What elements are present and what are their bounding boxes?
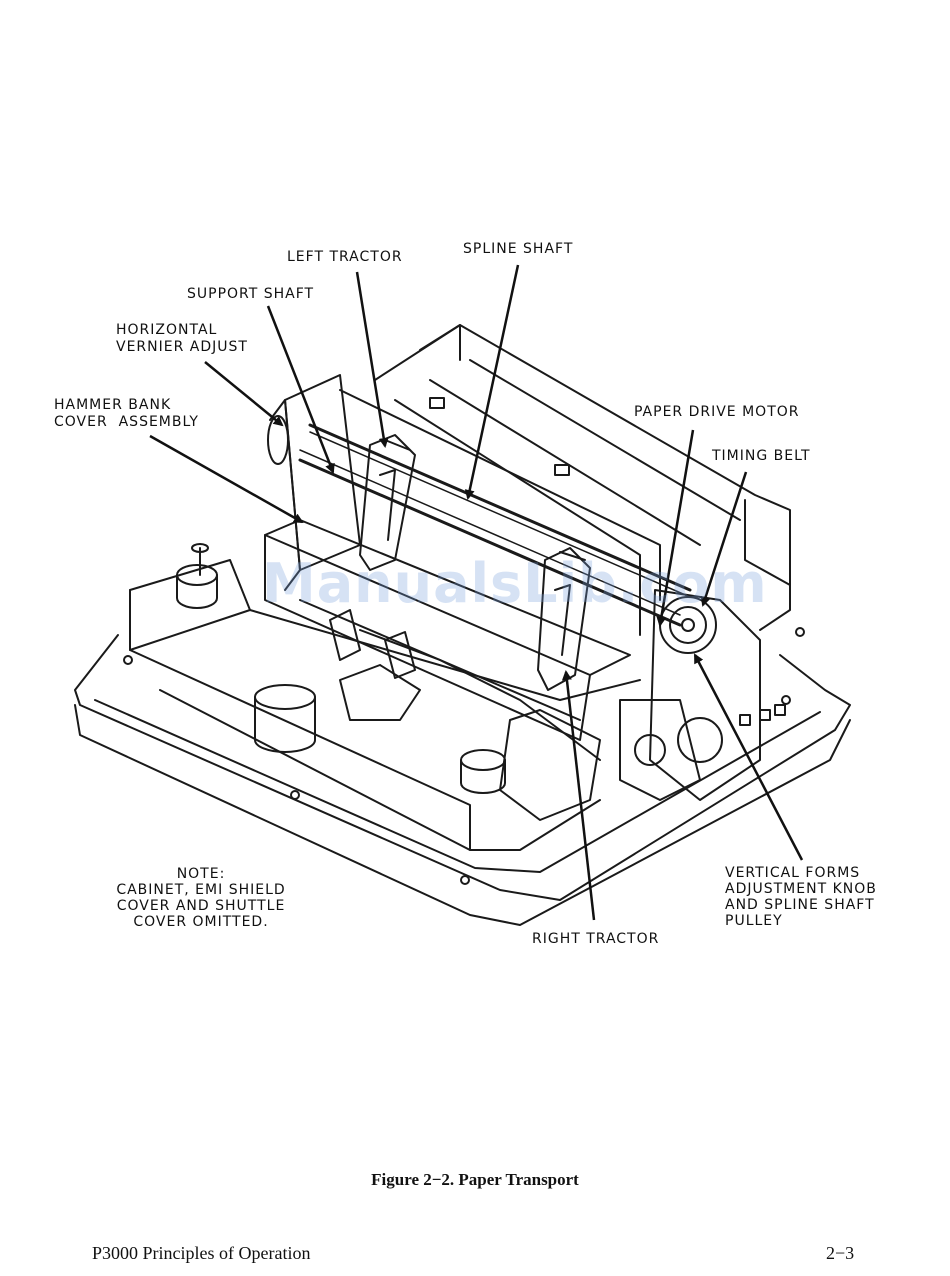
right-tractor-leader [561, 670, 596, 921]
label-line: ADJUSTMENT KNOB [725, 881, 877, 897]
figure-note: NOTE: CABINET, EMI SHIELD COVER AND SHUT… [104, 866, 298, 930]
paper-drive-motor [649, 589, 761, 801]
paper-drive-motor-leader [656, 429, 695, 627]
vernier-knob [267, 415, 289, 465]
vertical-forms-leader [693, 653, 804, 861]
label-left-tractor: LEFT TRACTOR [287, 249, 403, 265]
hammer-bank-cover [264, 519, 631, 676]
label-timing-belt: TIMING BELT [712, 448, 811, 464]
support-shaft [298, 458, 682, 627]
flywheel [254, 684, 316, 710]
shuttle-mechanism [339, 664, 421, 721]
support-shaft-leader [266, 305, 335, 474]
cabinet-base-rim [74, 634, 851, 901]
label-vertical-forms-adjustment-knob: VERTICAL FORMS ADJUSTMENT KNOB AND SPLIN… [725, 865, 877, 929]
label-line: AND SPLINE SHAFT [725, 897, 875, 913]
note-line: CABINET, EMI SHIELD [116, 882, 286, 898]
label-paper-drive-motor: PAPER DRIVE MOTOR [634, 404, 800, 420]
label-right-tractor: RIGHT TRACTOR [532, 931, 660, 947]
label-spline-shaft: SPLINE SHAFT [463, 241, 574, 257]
label-line: VERNIER ADJUST [116, 339, 248, 355]
label-line: PULLEY [725, 913, 783, 929]
footer-document-title: P3000 Principles of Operation [92, 1243, 311, 1263]
shuttle-motor-right [460, 749, 506, 771]
label-support-shaft: SUPPORT SHAFT [187, 286, 315, 302]
note-line: COVER OMITTED. [133, 914, 269, 930]
note-line: COVER AND SHUTTLE [116, 898, 286, 914]
label-hammer-bank-cover-assembly: HAMMER BANK COVER ASSEMBLY [54, 397, 199, 431]
footer-page-number: 2−3 [826, 1243, 855, 1263]
label-line: COVER ASSEMBLY [54, 414, 199, 430]
note-line: NOTE: [176, 866, 226, 882]
hammer-bank-leader [149, 434, 304, 524]
label-line: VERTICAL FORMS [725, 865, 861, 881]
spline-shaft-line [308, 423, 692, 592]
label-horizontal-vernier-adjust: HORIZONTAL VERNIER ADJUST [116, 322, 248, 356]
paper-guide [339, 389, 661, 601]
label-line: HORIZONTAL [116, 322, 218, 338]
label-line: HAMMER BANK [54, 397, 172, 413]
right-tractor [537, 547, 591, 691]
vernier-leader [204, 361, 284, 427]
watermark: ManualsLib.com [262, 552, 768, 615]
left-tractor-leader [355, 271, 389, 448]
figure-caption: Figure 2−2. Paper Transport [371, 1170, 579, 1189]
left-tractor [359, 434, 416, 571]
spline-shaft-leader [464, 264, 520, 500]
timing-belt-leader [700, 471, 748, 607]
